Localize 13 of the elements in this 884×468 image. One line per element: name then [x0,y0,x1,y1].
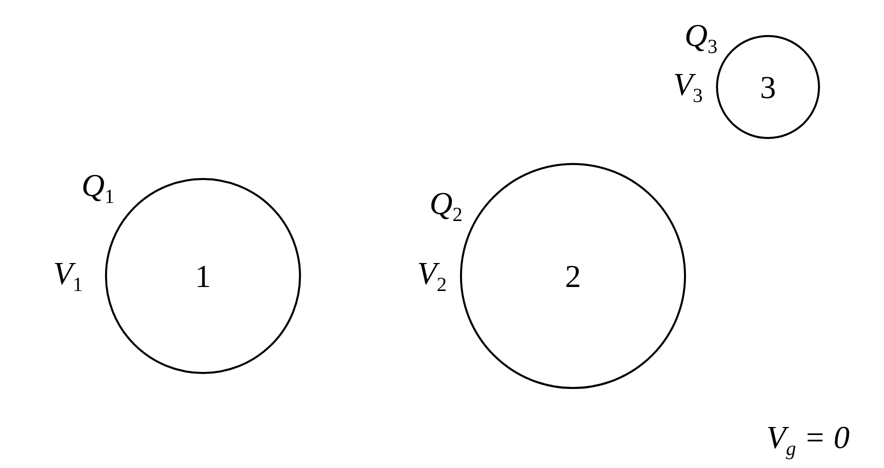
potential-label: V$_{2}$ [417,256,447,296]
charge-label: Q$_{1}$ [81,168,115,208]
charge-label: Q$_{2}$ [429,186,463,226]
potential-label: V$_{3}$ [673,68,703,106]
potential-label: V$_{1}$ [53,256,83,296]
charge-label: Q$_{3}$ [684,18,718,58]
ground-potential-label: V$_{g}$ = 0 [766,420,850,460]
conductor-number: 2 [565,260,581,292]
conductor-circle [105,178,301,374]
conductor-number: 1 [195,260,211,292]
conductor-number: 3 [760,71,776,103]
conductor-circle [716,35,820,139]
conductor-circle [460,163,686,389]
